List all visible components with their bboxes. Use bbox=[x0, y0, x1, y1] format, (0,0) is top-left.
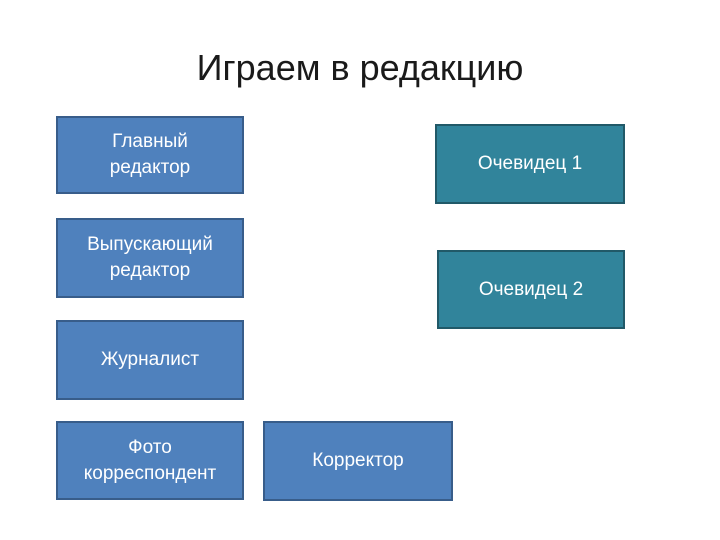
witness-2-box: Очевидец 2 bbox=[437, 250, 625, 329]
proofreader-box: Корректор bbox=[263, 421, 453, 501]
witness-1-box: Очевидец 1 bbox=[435, 124, 625, 204]
journalist-box: Журналист bbox=[56, 320, 244, 400]
chief-editor-box: Главный редактор bbox=[56, 116, 244, 194]
page-title: Играем в редакцию bbox=[196, 47, 524, 88]
release-editor-box: Выпускающий редактор bbox=[56, 218, 244, 298]
photo-correspondent-box: Фото корреспондент bbox=[56, 421, 244, 500]
